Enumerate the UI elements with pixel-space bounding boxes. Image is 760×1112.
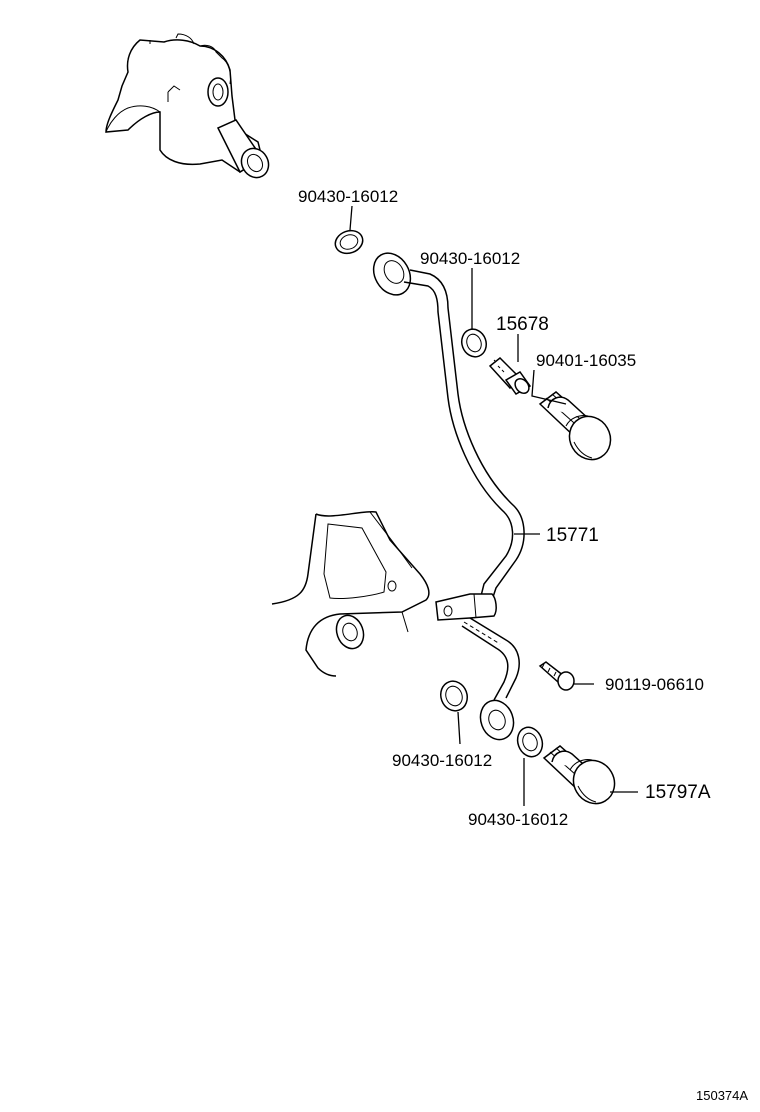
label-switch: 15678	[496, 314, 549, 335]
gasket-bottom-right	[516, 726, 544, 758]
clamp-bolt	[538, 661, 575, 691]
label-gasket-bottom-right: 90430-16012	[468, 810, 568, 829]
label-union-bolt-lower: 15797A	[645, 782, 711, 803]
figure-id: 150374A	[696, 1088, 748, 1103]
gasket-bottom-left	[440, 680, 468, 712]
engine-bracket-illustration	[271, 511, 430, 677]
part-labels: 90430-16012 90430-16012 15678 90401-1603…	[298, 187, 711, 829]
housing-top-illustration	[105, 33, 270, 179]
label-clamp-bolt: 90119-06610	[605, 675, 704, 694]
gasket-top-right	[460, 328, 488, 358]
label-oil-pipe: 15771	[546, 525, 599, 546]
label-bolt-upper: 90401-16035	[536, 351, 636, 370]
leader-lines	[349, 205, 638, 806]
union-bolt-lower	[542, 745, 616, 805]
union-bolt-upper	[538, 391, 612, 461]
label-gasket-top-left: 90430-16012	[298, 187, 398, 206]
pressure-switch	[488, 356, 532, 395]
label-gasket-top-right: 90430-16012	[420, 249, 520, 268]
oil-pipe	[372, 252, 525, 741]
label-gasket-bottom-left: 90430-16012	[392, 751, 492, 770]
gasket-top-left	[334, 229, 364, 255]
